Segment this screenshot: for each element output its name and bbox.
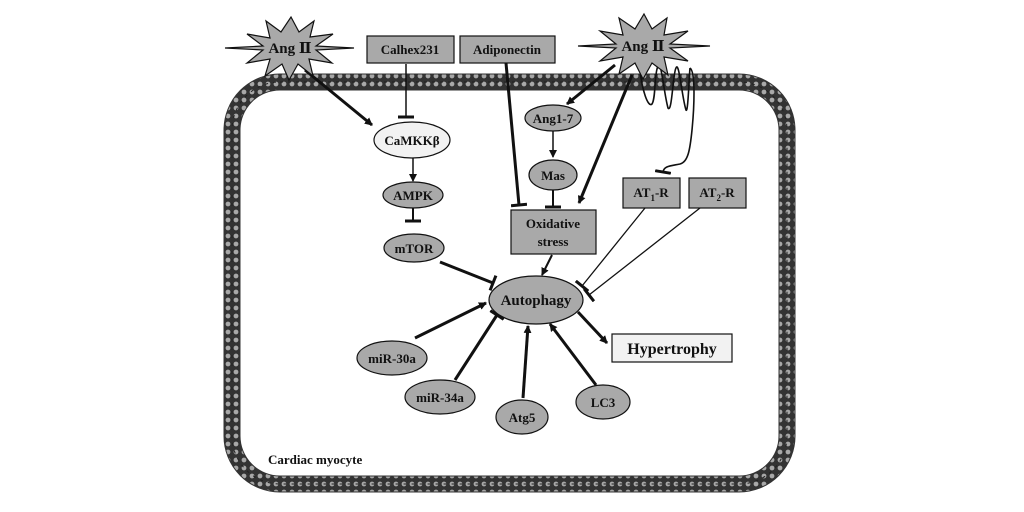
node-at1r: AT1-R: [622, 177, 681, 209]
mtor-label: mTOR: [395, 241, 434, 256]
ang2-right-star-shape: [577, 12, 711, 81]
node-ang2-left: Ang Ⅱ: [224, 15, 355, 82]
node-at2r: AT2-R: [688, 177, 747, 209]
lc3-label: LC3: [591, 395, 616, 410]
receptor-coil: [639, 64, 695, 175]
edge-oxidative-to-autophagy: [541, 254, 553, 276]
edge-lc3-to-autophagy: [548, 323, 598, 386]
ang2-left-star-shape: [224, 15, 355, 82]
node-adiponectin: Adiponectin: [459, 35, 556, 64]
autophagy-label: Autophagy: [501, 293, 572, 309]
edge-adiponectin-inhibits-oxidative: [504, 62, 528, 208]
node-mir34a: miR-34a: [404, 379, 476, 415]
ampk-label: AMPK: [393, 188, 434, 203]
node-hypertrophy: Hypertrophy: [611, 333, 733, 363]
node-autophagy: Autophagy: [488, 275, 584, 325]
node-camkkb: CaMKKβ: [373, 121, 451, 159]
node-oxidative-stress: Oxidative stress: [510, 209, 597, 255]
edge-autophagy-to-hypertrophy: [576, 310, 609, 345]
node-ampk: AMPK: [382, 181, 444, 209]
ang1-7-label: Ang1-7: [533, 111, 574, 126]
edge-ang2-to-ang17: [566, 63, 616, 106]
adiponectin-label: Adiponectin: [473, 42, 542, 57]
ang2-left-label: Ang Ⅱ: [268, 41, 311, 57]
calhex231-label: Calhex231: [381, 42, 440, 57]
edges: [304, 62, 701, 399]
oxidative-label-line1: Oxidative: [526, 216, 580, 231]
node-atg5: Atg5: [495, 399, 549, 435]
mir34a-label: miR-34a: [416, 390, 464, 405]
cell-label: Cardiac myocyte: [268, 452, 362, 467]
cell-membrane: [223, 73, 796, 493]
edge-mir34a-inhibits-autophagy: [453, 309, 505, 381]
node-ang2-right: Ang Ⅱ: [577, 12, 711, 81]
at1r-label: AT1-R: [633, 185, 669, 203]
edge-mtor-inhibits-autophagy: [439, 260, 498, 291]
edge-atg5-to-autophagy: [521, 325, 532, 399]
camkkb-label: CaMKKβ: [384, 133, 439, 148]
edge-at1r-inhibits-autophagy: [574, 207, 646, 293]
edge-ang2-to-oxidative: [577, 74, 634, 204]
node-lc3: LC3: [575, 384, 631, 420]
node-calhex231: Calhex231: [366, 35, 455, 64]
hypertrophy-label: Hypertrophy: [627, 341, 716, 358]
node-mtor: mTOR: [383, 233, 445, 263]
atg5-label: Atg5: [509, 410, 536, 425]
oxidative-label-line2: stress: [538, 234, 569, 249]
node-mas: Mas: [528, 159, 578, 191]
edge-at2r-inhibits-autophagy: [582, 207, 701, 303]
node-mir30a: miR-30a: [356, 340, 428, 376]
mir30a-label: miR-30a: [368, 351, 416, 366]
mas-label: Mas: [541, 168, 565, 183]
edge-ang2-to-camkkb: [304, 68, 373, 127]
node-ang1-7: Ang1-7: [524, 104, 582, 132]
edge-mir30a-to-autophagy: [414, 301, 487, 340]
ang2-right-label: Ang Ⅱ: [621, 39, 664, 55]
at2r-label: AT2-R: [699, 185, 735, 203]
